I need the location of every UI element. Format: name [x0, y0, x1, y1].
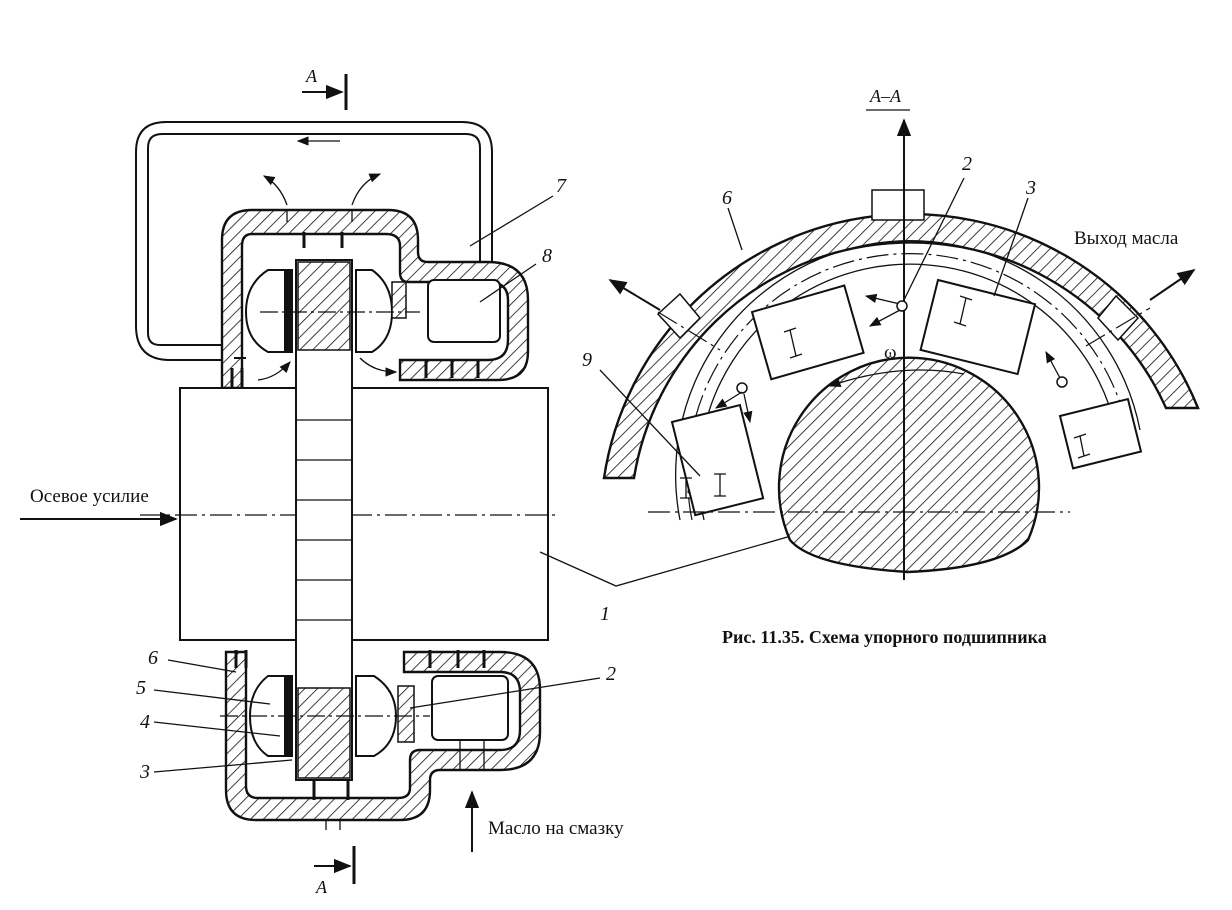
- housing-ring-6: [602, 212, 1200, 480]
- upper-housing: [220, 208, 530, 390]
- cross-section-a-a: А–А: [582, 86, 1200, 580]
- omega-label: ω: [884, 342, 897, 363]
- callout-2: 2: [606, 663, 616, 685]
- shaft-body: [179, 387, 549, 641]
- oil-chamber-lower: [431, 675, 509, 741]
- callout-leaders-left: [153, 195, 799, 773]
- section-title: А–А: [869, 86, 902, 106]
- callout-1: 1: [600, 603, 610, 625]
- svg-text:А: А: [305, 66, 318, 86]
- axial-force-label: Осевое усилие: [30, 486, 149, 507]
- shaft-section: [777, 356, 1041, 574]
- shaft-1: [140, 387, 560, 641]
- thrust-collar: [295, 259, 353, 781]
- lower-housing: [224, 650, 542, 830]
- callout-6: 6: [148, 647, 158, 669]
- callout-5: 5: [136, 677, 146, 699]
- section-marker-bottom: А: [314, 846, 356, 897]
- callout-4: 4: [140, 711, 150, 733]
- callout-8: 8: [542, 245, 552, 267]
- callout-3: 3: [139, 761, 150, 783]
- pads-lower: [220, 675, 430, 757]
- oil-chamber-8: [427, 279, 501, 343]
- pads-section: [670, 278, 1143, 517]
- section-callout-6: 6: [722, 187, 732, 209]
- oil-return-pipe: [135, 121, 493, 361]
- longitudinal-section: Осевое усилие Масло на смазку А А 7 8: [20, 66, 799, 897]
- pads-upper: [244, 269, 420, 353]
- figure-caption: Рис. 11.35. Схема упорного подшипника: [722, 627, 1047, 647]
- oil-supply-label: Масло на смазку: [488, 818, 624, 839]
- callout-7: 7: [556, 175, 567, 197]
- section-callout-3: 3: [1025, 177, 1036, 199]
- section-marker-top: А: [302, 66, 348, 110]
- svg-text:А: А: [315, 877, 328, 897]
- oil-flow-arrows: [257, 173, 398, 381]
- section-callout-2: 2: [962, 153, 972, 175]
- section-callout-9: 9: [582, 349, 592, 371]
- oil-exit-label: Выход масла: [1074, 228, 1179, 249]
